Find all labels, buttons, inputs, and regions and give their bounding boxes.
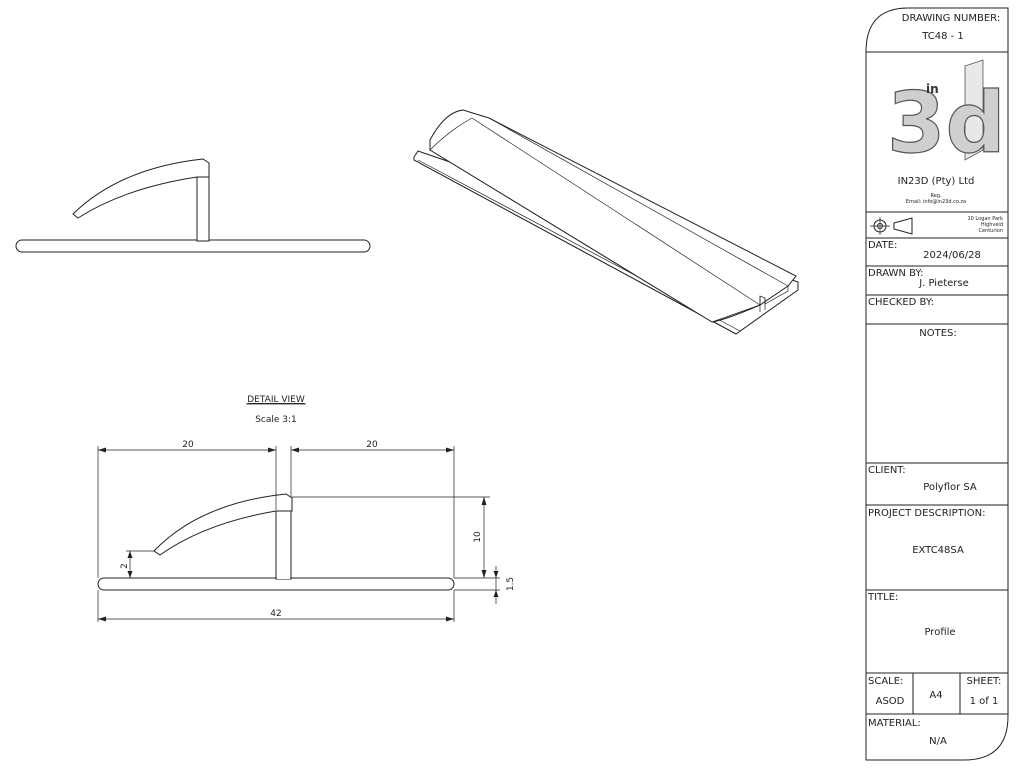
front-view-curved-lip — [72, 158, 210, 219]
material-label: MATERIAL: — [868, 718, 921, 729]
date-label: DATE: — [868, 240, 897, 251]
client-label: CLIENT: — [868, 465, 906, 476]
drawn-by-value: J. Pieterse — [918, 278, 969, 289]
checked-by-label: CHECKED BY: — [868, 297, 934, 308]
title-block-frame — [865, 7, 1009, 761]
dim-lip: 2 — [120, 563, 130, 569]
notes-label: NOTES: — [919, 328, 957, 339]
scale-label: SCALE: — [868, 676, 903, 687]
title-label: TITLE: — [867, 592, 898, 603]
company-logo: 3d in — [886, 59, 1006, 173]
detail-view-title: DETAIL VIEW — [247, 395, 305, 405]
project-value: EXTC48SA — [912, 545, 964, 556]
company-name: IN23D (Pty) Ltd — [898, 176, 975, 187]
company-email: Email: info@in23d.co.za — [906, 199, 966, 205]
client-value: Polyflor SA — [923, 482, 977, 493]
material-value: N/A — [929, 736, 947, 747]
company-reg: Reg. — [930, 193, 941, 199]
logo-superscript: in — [926, 82, 939, 96]
dim-total: 42 — [270, 609, 281, 619]
dim-height: 10 — [473, 531, 483, 543]
dim-thickness: 1.5 — [506, 577, 516, 591]
drawing-number: TC48 - 1 — [921, 31, 964, 42]
front-view — [15, 158, 371, 253]
sheet-label: SHEET: — [967, 676, 1002, 687]
drawn-by-label: DRAWN BY: — [868, 268, 924, 279]
dim-left-width: 20 — [182, 440, 194, 450]
detail-curved-lip — [153, 493, 293, 556]
date-value: 2024/06/28 — [923, 250, 981, 261]
isometric-view — [413, 109, 799, 335]
logo-text: 3d — [887, 74, 1006, 172]
projection-symbol-icon — [870, 217, 913, 235]
title-value: Profile — [924, 627, 955, 638]
sheet-value: 1 of 1 — [970, 696, 999, 707]
project-label: PROJECT DESCRIPTION: — [868, 508, 985, 519]
scale-value: ASOD — [876, 696, 905, 707]
detail-view: DETAIL VIEW Scale 3:1 20 20 1 — [97, 395, 516, 622]
paper-size: A4 — [929, 690, 942, 701]
front-view-stem — [196, 174, 210, 242]
address-line-1: 10 Logan Park — [967, 216, 1003, 222]
dim-right-width: 20 — [366, 440, 378, 450]
detail-stem — [275, 509, 292, 580]
drawing-number-label: DRAWING NUMBER: — [902, 13, 1000, 24]
address-line-3: Centurion — [978, 228, 1003, 234]
front-view-base-strip — [15, 239, 371, 253]
iso-lip-surface — [429, 109, 797, 323]
detail-view-scale: Scale 3:1 — [255, 415, 297, 425]
title-block: DRAWING NUMBER: TC48 - 1 3d in IN23D (Pt… — [865, 7, 1009, 761]
detail-base-strip — [97, 577, 455, 591]
address-line-2: Highveld — [981, 222, 1003, 228]
